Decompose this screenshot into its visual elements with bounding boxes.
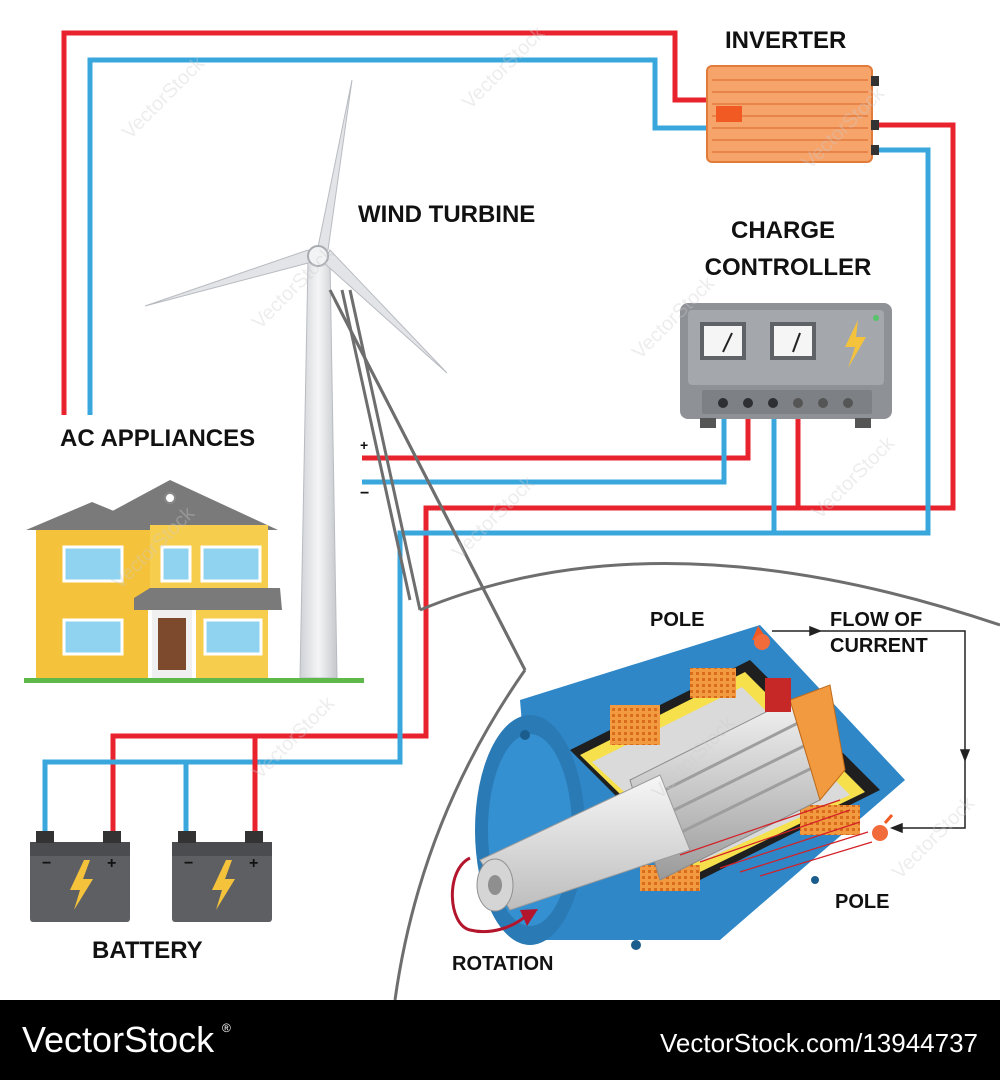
- svg-text:−: −: [42, 855, 51, 872]
- svg-text:+: +: [107, 855, 116, 872]
- pole-bottom-label: POLE: [835, 891, 889, 913]
- footer-brand: VectorStock: [22, 1019, 215, 1060]
- house-door: [158, 618, 186, 670]
- footer-registered-mark: ®: [222, 1021, 231, 1035]
- wiring: [42, 30, 956, 833]
- flux-lines: [679, 799, 873, 877]
- flow-of-current-arrow: [772, 625, 971, 834]
- svg-text:−: −: [184, 855, 193, 872]
- footer-bar: VectorStock ® VectorStock.com/13944737: [0, 1000, 1000, 1080]
- inverter-display: [716, 106, 742, 122]
- footer-site-id: VectorStock.com/13944737: [660, 1028, 978, 1058]
- coil-top-right: [690, 668, 736, 698]
- generator-cutaway: [450, 625, 905, 950]
- flow-of-current-label-line1: FLOW OF: [830, 609, 922, 631]
- watermark: VectorStock: [458, 22, 550, 114]
- battery-right-lightning-icon: [212, 860, 235, 910]
- battery-label: BATTERY: [92, 937, 203, 964]
- brush-block: [765, 678, 791, 712]
- house-windows: [62, 545, 263, 656]
- inverter-positive-wire: [110, 122, 956, 833]
- wind-turbine-label: WIND TURBINE: [358, 201, 535, 228]
- terminal-bottom: [872, 825, 888, 841]
- turbine-blade-top: [316, 79, 353, 253]
- pole-top-label: POLE: [650, 609, 704, 631]
- battery-left-lightning-icon: [70, 860, 93, 910]
- ac-negative-wire: [87, 57, 712, 415]
- coil-bottom-right: [800, 805, 860, 835]
- watermark: VectorStock: [888, 792, 980, 884]
- flow-of-current-label-line2: CURRENT: [830, 635, 928, 657]
- house: [24, 480, 364, 683]
- turbine-negative-wire: [362, 415, 727, 485]
- ac-positive-wire: [61, 30, 712, 415]
- rotation-label: ROTATION: [452, 953, 553, 975]
- charge-controller-label-line2: CONTROLLER: [705, 254, 872, 281]
- rotation-arrow: [450, 856, 532, 934]
- watermark: VectorStock: [118, 52, 210, 144]
- turbine-positive-wire: [362, 415, 751, 461]
- inverter: [706, 65, 879, 163]
- watermark: VectorStock: [448, 472, 540, 564]
- ac-appliances-label: AC APPLIANCES: [60, 425, 255, 452]
- turbine-hub: [307, 245, 329, 267]
- plus-sign: +: [360, 437, 368, 453]
- lightning-icon: [845, 320, 866, 368]
- charge-controller-label-line1: CHARGE: [731, 217, 835, 244]
- grass: [24, 678, 364, 683]
- inverter-negative-wire: [42, 147, 931, 833]
- battery-right: − +: [172, 831, 272, 922]
- inverter-label: INVERTER: [725, 27, 846, 54]
- charge-controller: [680, 303, 892, 428]
- coil-top-left: [610, 705, 660, 745]
- svg-text:+: +: [249, 855, 258, 872]
- battery-left: − +: [30, 831, 130, 922]
- wind-turbine: [144, 79, 448, 679]
- minus-sign: −: [360, 485, 369, 502]
- commutator: [789, 684, 846, 802]
- zoom-callout: [328, 289, 1000, 1001]
